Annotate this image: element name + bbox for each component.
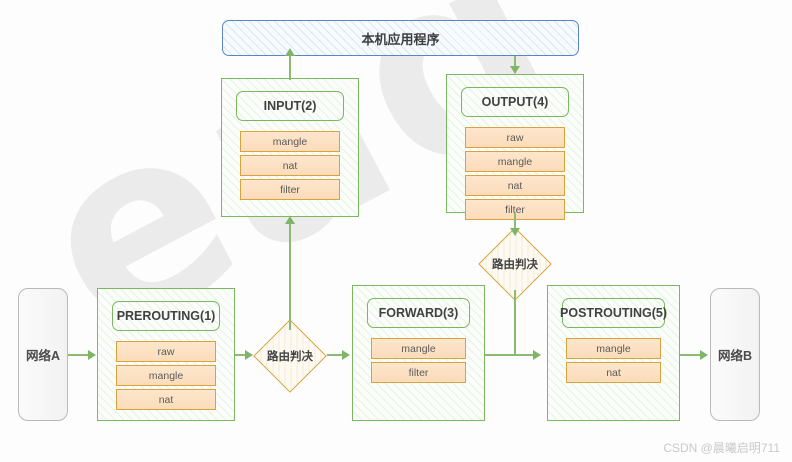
edge-forward-postrouting xyxy=(485,354,537,356)
table-row: raw xyxy=(116,341,216,362)
chain-title-forward: FORWARD(3) xyxy=(367,298,470,328)
table-row: nat xyxy=(465,175,565,196)
table-row: mangle xyxy=(465,151,565,172)
table-row: mangle xyxy=(371,338,466,359)
edge-output-routing2 xyxy=(514,213,516,230)
network-b-label: 网络B xyxy=(717,349,753,363)
edge-routing1-input xyxy=(289,224,291,330)
table-row: raw xyxy=(465,127,565,148)
arrowhead-prerouting-routing1 xyxy=(245,350,253,360)
table-stack-output: raw mangle nat filter xyxy=(465,127,565,223)
chain-group-forward: FORWARD(3) mangle filter xyxy=(352,285,485,421)
arrowhead-forward-postrouting xyxy=(533,350,541,360)
table-row: nat xyxy=(240,155,340,176)
table-row: nat xyxy=(116,389,216,410)
arrowhead-routing1-input xyxy=(285,216,295,224)
chain-group-prerouting: PREROUTING(1) raw mangle nat xyxy=(97,288,235,421)
chain-title-output-label: OUTPUT(4) xyxy=(481,95,549,109)
network-b-box: 网络B xyxy=(710,288,760,421)
network-a-box: 网络A xyxy=(18,288,68,421)
table-row: mangle xyxy=(116,365,216,386)
arrowhead-postrouting-networkb xyxy=(700,350,708,360)
table-stack-input: mangle nat filter xyxy=(240,131,340,203)
arrowhead-networka-prerouting xyxy=(88,350,96,360)
edge-app-output xyxy=(514,56,516,68)
local-application-box: 本机应用程序 xyxy=(222,20,579,56)
chain-title-output: OUTPUT(4) xyxy=(461,87,569,117)
chain-group-postrouting: POSTROUTING(5) mangle nat xyxy=(547,285,680,421)
chain-title-prerouting-label: PREROUTING(1) xyxy=(116,309,216,323)
arrowhead-output-routing2 xyxy=(510,228,520,236)
edge-routing2-down xyxy=(514,290,516,355)
chain-title-prerouting: PREROUTING(1) xyxy=(112,301,220,331)
table-row: mangle xyxy=(566,338,661,359)
chain-title-postrouting-label: POSTROUTING(5) xyxy=(560,306,667,320)
edge-postrouting-networkb xyxy=(680,354,702,356)
table-row: nat xyxy=(566,362,661,383)
chain-title-input: INPUT(2) xyxy=(236,91,344,121)
credit-watermark: CSDN @晨曦启明711 xyxy=(663,441,780,455)
network-a-label: 网络A xyxy=(25,349,61,363)
arrowhead-routing1-forward xyxy=(342,350,350,360)
chain-title-forward-label: FORWARD(3) xyxy=(378,306,459,320)
chain-title-postrouting: POSTROUTING(5) xyxy=(560,298,667,328)
table-row: mangle xyxy=(240,131,340,152)
table-row: filter xyxy=(371,362,466,383)
edge-routing1-forward xyxy=(327,354,344,356)
local-application-label: 本机应用程序 xyxy=(361,31,440,47)
table-stack-postrouting: mangle nat xyxy=(566,338,661,386)
routing-decision-2: 路由判决 xyxy=(478,227,552,301)
chain-group-input: INPUT(2) mangle nat filter xyxy=(221,78,359,217)
arrowhead-input-app xyxy=(285,48,295,56)
table-stack-forward: mangle filter xyxy=(371,338,466,386)
edge-input-app xyxy=(289,56,291,80)
arrowhead-app-output xyxy=(510,66,520,74)
chain-title-input-label: INPUT(2) xyxy=(263,99,317,113)
chain-group-output: OUTPUT(4) raw mangle nat filter xyxy=(446,74,584,220)
routing-decision-1-label: 路由判决 xyxy=(267,351,313,363)
table-row: filter xyxy=(240,179,340,200)
table-stack-prerouting: raw mangle nat xyxy=(116,341,216,413)
edge-networka-prerouting xyxy=(68,354,89,356)
edge-prerouting-routing1 xyxy=(235,354,246,356)
routing-decision-1: 路由判决 xyxy=(253,319,327,393)
routing-decision-2-label: 路由判决 xyxy=(492,259,538,271)
